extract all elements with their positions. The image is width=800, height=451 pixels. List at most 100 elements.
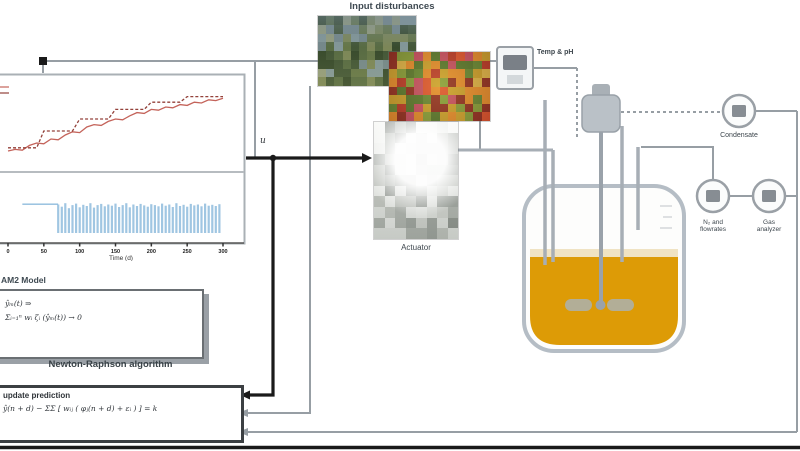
photo-pixel [383,24,392,34]
update-prediction-equation: ŷ(n + d) − ΣΣ [ wᵢⱼ ( φⱼ(n + d) + εᵢ ) ]… [3,404,158,413]
photo-pixel [374,196,385,208]
actuator-photo [374,122,458,239]
photo-pixel [437,185,448,197]
photo-pixel [399,42,408,51]
photo-pixel [391,42,400,51]
photo-pixel [384,196,395,208]
photo-pixel [375,16,384,25]
photo-pixel [358,59,367,69]
control-input-arrow [246,156,363,397]
photo-pixel [384,122,395,133]
photo-pixel [389,52,398,61]
photo-pixel [375,33,384,43]
photo-pixel [374,153,385,165]
photo-pixel [447,77,457,87]
photo-pixel [447,95,457,104]
photo-pixel [318,77,327,86]
photo-pixel [416,196,427,208]
photo-pixel [375,68,384,78]
photo-pixel [405,52,415,61]
photo-pixel [389,86,398,96]
photo-pixel [374,143,385,154]
photo-pixel [426,196,437,208]
photo-pixel [395,132,406,144]
photo-pixel [414,52,423,61]
newton-raphson-label: Newton-Raphson algorithm [48,359,173,370]
photo-pixel [367,42,376,51]
svg-text:300: 300 [218,249,227,255]
photo-pixel [426,207,437,218]
photo-pixel [422,103,432,113]
photo-pixel [358,24,367,34]
photo-pixel [407,16,416,25]
photo-pixel [414,60,423,70]
photo-pixel [342,42,351,51]
photo-pixel [426,153,437,165]
photo-pixel [395,122,406,133]
photo-pixel [456,52,465,61]
photo-pixel [473,112,482,121]
photo-pixel [464,77,474,87]
photo-pixel [416,164,427,176]
photo-pixel [416,185,427,197]
svg-text:150: 150 [111,249,120,255]
photo-pixel [342,16,351,25]
photo-pixel [395,196,406,208]
photo-pixel [439,77,448,87]
photo-pixel [397,95,406,104]
culture-liquid [530,257,678,345]
condensate-trap-icon [721,93,757,129]
photo-pixel [395,217,406,229]
photo-pixel [447,103,457,113]
photo-pixel [334,59,343,69]
photo-pixel [391,16,400,25]
photo-pixel [395,207,406,218]
photo-pixel [334,77,343,86]
photo-pixel [342,51,351,60]
photo-pixel [405,77,415,87]
photo-pixel [437,132,448,144]
photo-pixel [384,132,395,144]
photo-pixel [375,59,384,69]
photo-pixel [375,24,384,34]
photo-pixel [374,122,385,133]
model-box: ŷₘ(t) ⇒ Σᵢ₌₁ⁿ wᵢ ζᵢ (ŷₘ(t)) → 0 [0,289,204,359]
photo-pixel [437,207,448,218]
photo-pixel [389,112,398,121]
photo-pixel [384,217,395,229]
photo-pixel [374,175,385,186]
photo-pixel [437,228,448,239]
wire-junction-dot [269,154,277,162]
photo-pixel [318,51,327,60]
photo-pixel [431,69,440,78]
photo-pixel [358,33,367,43]
photo-pixel [437,143,448,154]
photo-pixel [437,164,448,176]
photo-pixel [464,103,474,113]
photo-pixel [384,207,395,218]
photo-pixel [318,16,327,25]
photo-pixel [397,103,406,113]
photo-pixel [405,185,416,197]
photo-pixel [456,95,465,104]
photo-pixel [447,132,458,144]
photo-pixel [367,33,376,43]
photo-pixel [437,122,448,133]
photo-pixel [426,175,437,186]
photo-pixel [384,228,395,239]
photo-pixel [405,103,415,113]
photo-pixel [437,175,448,186]
photo-pixel [358,51,367,60]
photo-pixel [367,16,376,25]
photo-pixel [473,52,482,61]
photo-pixel [422,69,432,78]
photo-pixel [405,60,415,70]
photo-pixel [481,60,490,70]
photo-pixel [481,77,490,87]
photo-pixel [334,16,343,25]
photo-pixel [456,112,465,121]
photo-pixel [456,60,465,70]
photo-pixel [367,59,376,69]
